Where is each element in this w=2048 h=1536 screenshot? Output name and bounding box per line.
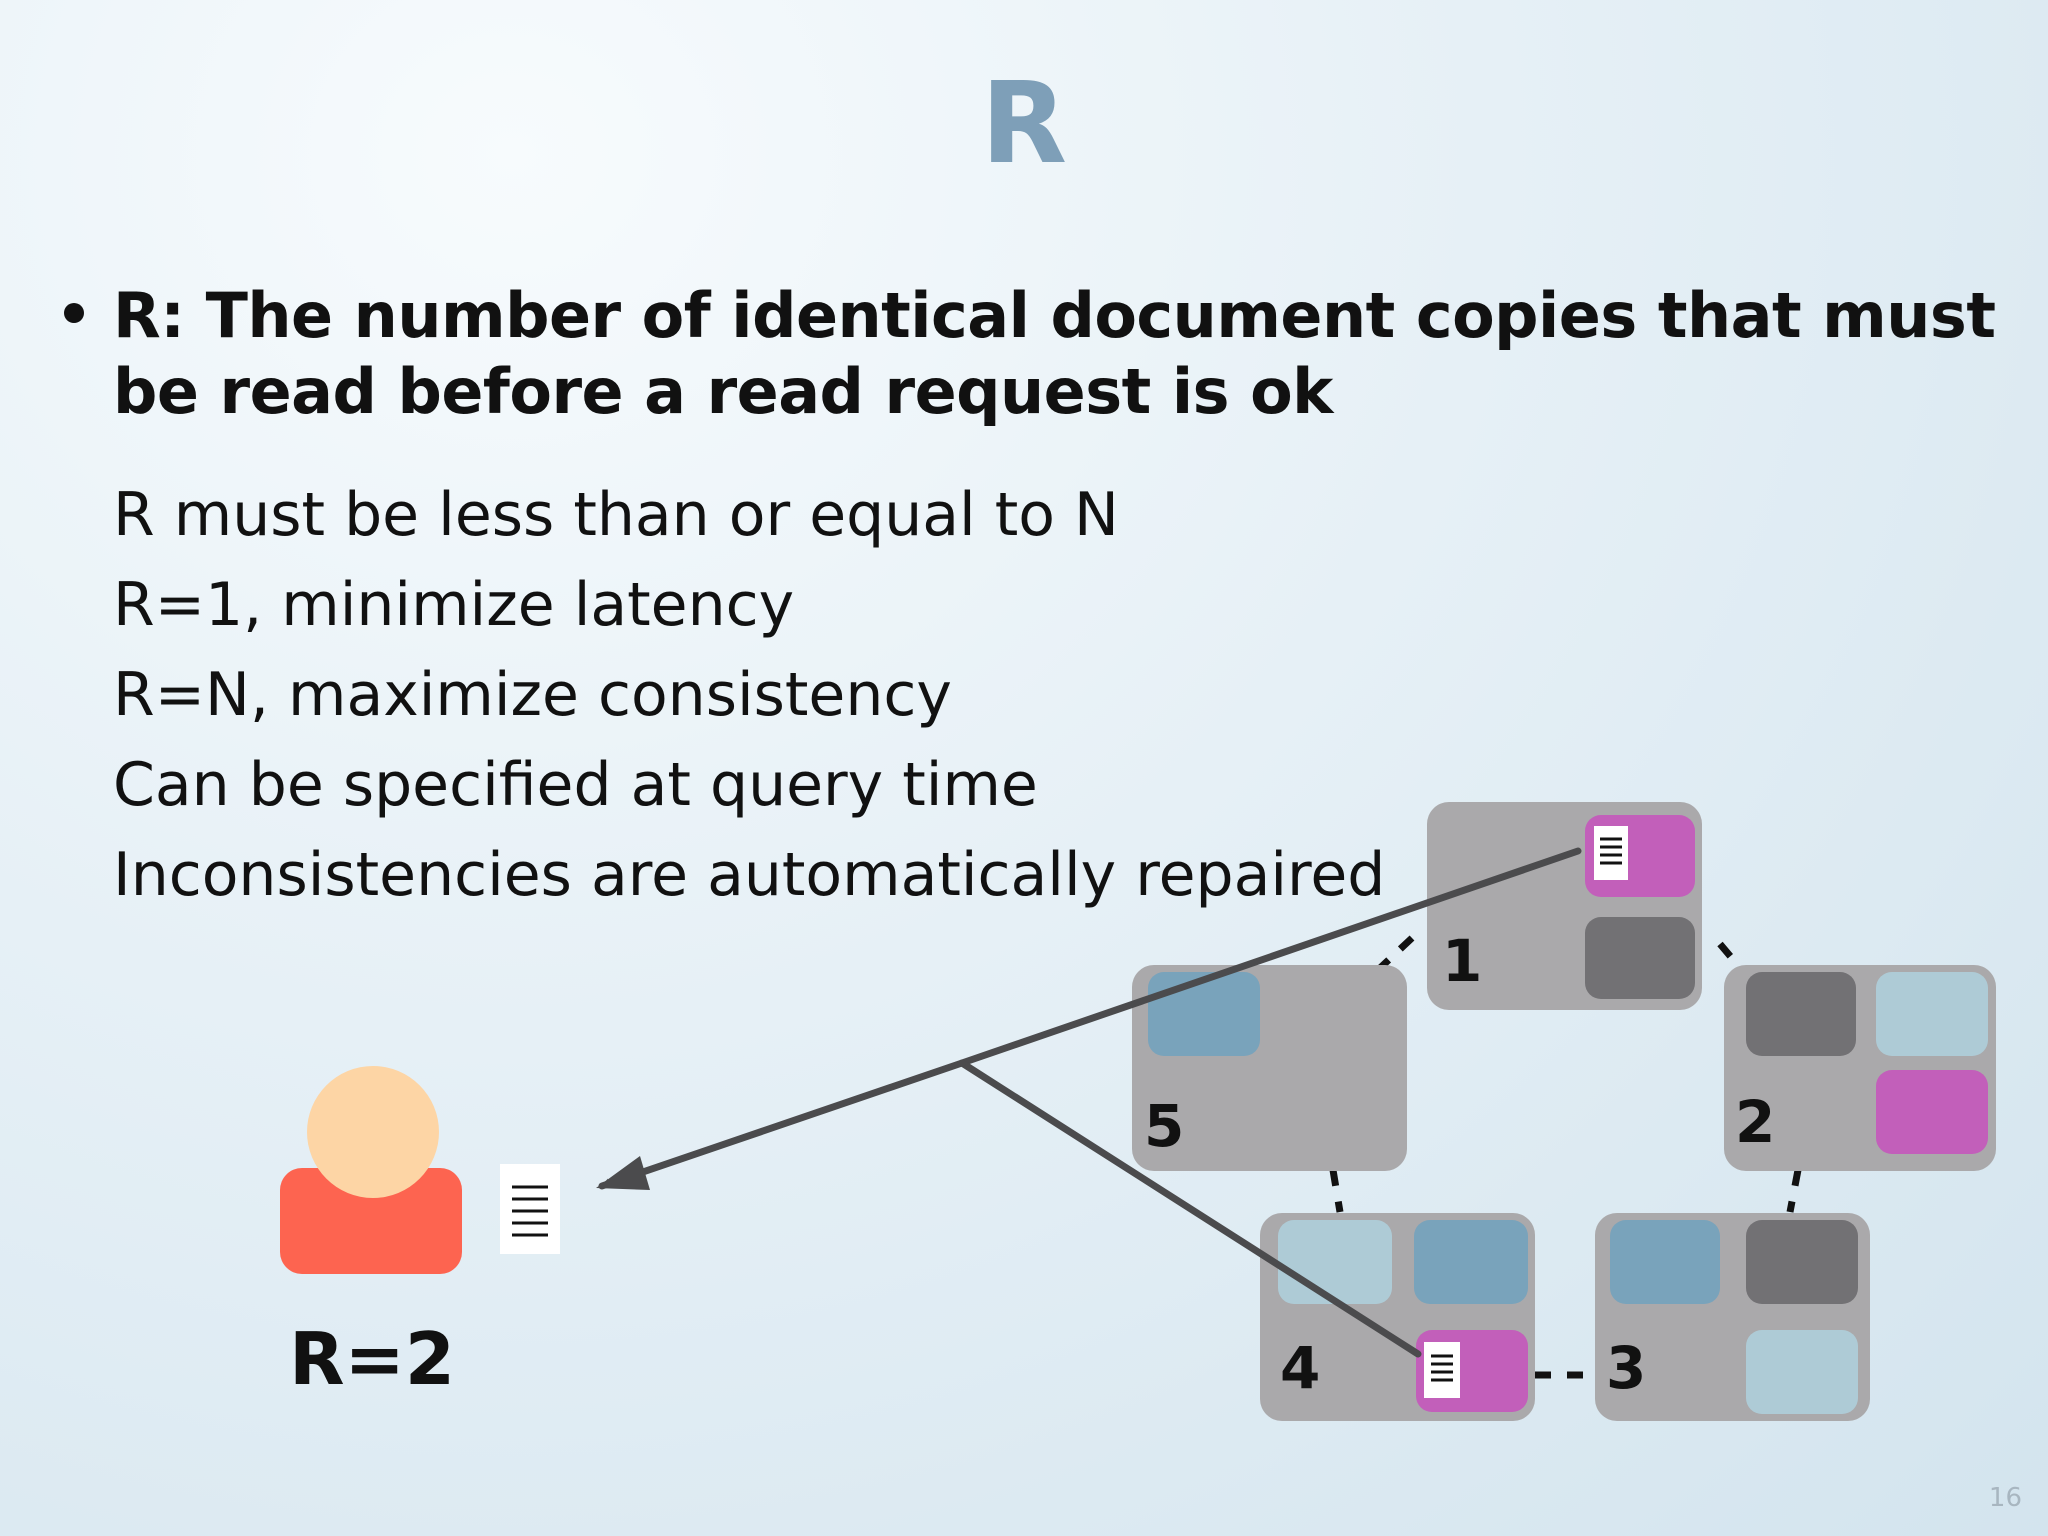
node-2: 2: [1724, 965, 1996, 1171]
document-icon: [1424, 1342, 1460, 1398]
node-label: 4: [1280, 1334, 1320, 1402]
arrow-head: [596, 1156, 650, 1190]
node-label: 2: [1735, 1088, 1775, 1156]
ring-link-1-2: [1717, 941, 1745, 973]
bullet-dot: [64, 303, 84, 323]
data-block: [1585, 917, 1695, 999]
node-3: 3: [1595, 1213, 1870, 1421]
document-block: [1876, 1070, 1988, 1154]
ring-connections: [1329, 935, 1802, 1379]
sub-item: R=N, maximize consistency: [113, 660, 952, 730]
node-label: 5: [1144, 1092, 1184, 1160]
read-paths: [598, 847, 1582, 1358]
read-arrow: [598, 1059, 966, 1190]
ring-link-5-4: [1329, 1169, 1344, 1213]
data-block: [1746, 1330, 1858, 1414]
node-5: 5: [1132, 965, 1407, 1171]
client-read-label: R=2: [289, 1317, 455, 1401]
page-number: 16: [1989, 1483, 2022, 1513]
data-block: [1876, 972, 1988, 1056]
ring-link-1-5: [1377, 935, 1415, 971]
data-block: [1610, 1220, 1720, 1304]
client-head: [307, 1066, 439, 1198]
sub-item: R must be less than or equal to N: [113, 480, 1119, 550]
read-line-node-4: [958, 1059, 1422, 1358]
data-block: [1148, 972, 1260, 1056]
node-label: 3: [1606, 1334, 1646, 1402]
read-line-node-1: [958, 847, 1582, 1067]
sub-item: Inconsistencies are automatically repair…: [113, 840, 1386, 910]
document-icon: [500, 1164, 560, 1254]
document-icon: [1594, 826, 1628, 880]
sub-item: R=1, minimize latency: [113, 570, 795, 640]
slide-title: R: [980, 59, 1068, 189]
sub-item-list: R must be less than or equal to N R=1, m…: [113, 470, 1385, 920]
node-4: 4: [1260, 1213, 1535, 1421]
node-label: 1: [1442, 927, 1482, 995]
client-body: [280, 1168, 462, 1274]
client: R=2: [280, 1066, 560, 1401]
ring-link-2-3: [1786, 1169, 1802, 1213]
data-block: [1278, 1220, 1392, 1304]
data-block: [1746, 1220, 1858, 1304]
data-block: [1414, 1220, 1528, 1304]
data-block: [1746, 972, 1856, 1056]
node-1: 1: [1427, 802, 1702, 1010]
bullet-heading: R: The number of identical document copi…: [113, 279, 1996, 428]
sub-item: Can be specified at query time: [113, 750, 1038, 820]
